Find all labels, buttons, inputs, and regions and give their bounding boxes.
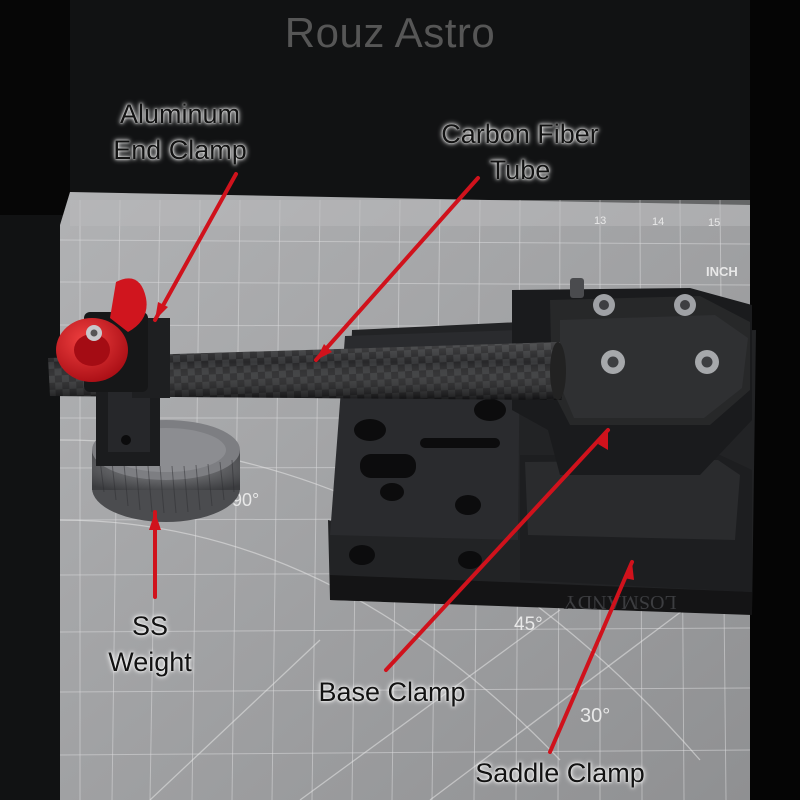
base-plate-front-edge	[330, 575, 752, 615]
label-line: End Clamp	[113, 135, 247, 165]
label-aluminum-end-clamp: Aluminum End Clamp	[70, 96, 290, 168]
red-lever-knob	[56, 278, 147, 382]
watermark: Rouz Astro	[284, 9, 496, 56]
label-line: Weight	[108, 647, 192, 677]
label-ss-weight: SS Weight	[60, 608, 240, 680]
cap-bolt	[570, 278, 584, 298]
label-line: Carbon Fiber	[441, 119, 599, 149]
mat-angle-45: 45°	[514, 614, 543, 635]
label-line: Tube	[489, 155, 551, 185]
tube-end	[550, 342, 566, 400]
arrow-saddle-clamp	[548, 560, 634, 754]
saddle-clamp-top-face	[525, 460, 740, 540]
mat-ruler-strip	[70, 200, 750, 226]
label-line: Aluminum	[119, 99, 241, 129]
label-line: SS	[131, 611, 169, 641]
mat-ruler-14: 14	[652, 216, 664, 228]
left-vignette	[0, 0, 70, 215]
arrow-carbon-tube	[314, 176, 480, 362]
label-base-clamp: Base Clamp	[318, 677, 466, 707]
base-plate-holes	[349, 399, 506, 569]
mat-angle-30: 30°	[580, 705, 610, 727]
mat-unit-inch: INCH	[706, 264, 738, 279]
base-engraving: LOSMANDY	[563, 591, 676, 613]
right-vignette	[750, 0, 800, 800]
mat-ruler-13: 13	[594, 215, 606, 227]
mat-angle-90: 90°	[232, 490, 259, 510]
arrow-aluminum-clamp	[153, 172, 238, 322]
tube-shading	[48, 342, 562, 400]
label-saddle-clamp: Saddle Clamp	[475, 758, 645, 788]
clamp-screws	[593, 294, 719, 374]
aluminum-end-clamp	[84, 312, 170, 466]
base-clamp-cap	[560, 315, 748, 418]
label-carbon-fiber-tube: Carbon Fiber Tube	[410, 116, 630, 188]
arrow-heads	[149, 302, 634, 580]
mat-ruler-15: 15	[708, 217, 720, 229]
arrow-base-clamp	[384, 428, 610, 672]
